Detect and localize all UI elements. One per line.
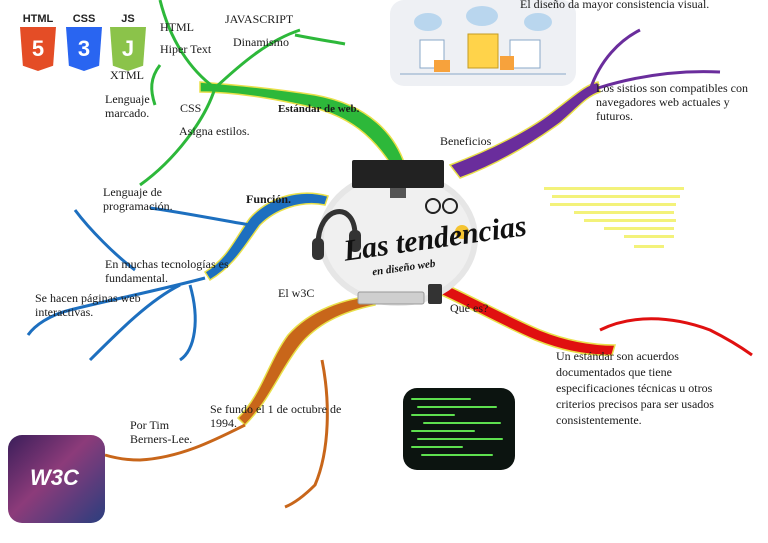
connector-xtml xyxy=(150,64,162,106)
w3c-logo: W3C xyxy=(30,465,79,490)
phone-icon xyxy=(428,284,442,304)
note-line xyxy=(574,211,674,214)
css-detail: Asigna estilos. xyxy=(179,124,250,138)
cloud-illustration xyxy=(390,0,576,86)
connector-javascript xyxy=(213,28,301,90)
connector-interactivas xyxy=(26,276,206,336)
beneficio-item-1: El diseño da mayor consistencia visual. xyxy=(520,0,710,11)
note-line xyxy=(604,227,674,230)
note-line xyxy=(544,187,684,190)
connector-html xyxy=(158,0,216,90)
code-line xyxy=(417,438,503,440)
css3-logo: CSS 3 xyxy=(66,13,102,71)
html-title: HTML xyxy=(160,20,194,34)
xtml-label: XTML xyxy=(110,68,144,82)
branch-funcion xyxy=(203,192,329,282)
js-shield-icon: J xyxy=(110,27,146,71)
html-logo-label: HTML xyxy=(22,13,54,25)
javascript-title: JAVASCRIPT xyxy=(225,12,294,26)
connector-css xyxy=(139,87,217,187)
connector-beneficios-top xyxy=(588,28,641,91)
branch-beneficios xyxy=(448,81,601,179)
connector-beneficios-right xyxy=(597,70,721,90)
funcion-item-3: Se hacen páginas web interactivas. xyxy=(35,291,141,319)
branch-que-es xyxy=(433,281,617,356)
html5-shield-icon: 5 xyxy=(20,27,56,71)
code-line xyxy=(411,414,455,416)
glasses-icon-left xyxy=(425,198,441,214)
center-image-shade xyxy=(324,176,472,300)
html-detail: Hiper Text xyxy=(160,42,212,56)
note-line xyxy=(550,203,676,206)
cloud-network-icon xyxy=(400,6,566,75)
dinamismo-label: Dinamismo xyxy=(233,35,289,49)
branch-estandar xyxy=(199,81,407,167)
code-line xyxy=(423,422,501,424)
code-line xyxy=(411,446,463,448)
estandar-label: Estándar de web. xyxy=(278,103,360,115)
lightbulb-icon xyxy=(455,225,469,239)
code-line xyxy=(411,430,475,432)
note-line xyxy=(624,235,674,238)
code-line xyxy=(411,398,471,400)
note-line xyxy=(634,245,664,248)
code-line xyxy=(421,454,493,456)
connector-que-es-right xyxy=(599,317,753,357)
connector-tim xyxy=(104,423,246,462)
sticky-note-cluster xyxy=(544,183,684,255)
note-line xyxy=(552,195,680,198)
funcion-item-1: Lenguaje de programación. xyxy=(103,185,173,213)
keyboard-icon xyxy=(357,291,425,305)
connector-w3c-right xyxy=(284,359,329,509)
code-screen-image xyxy=(403,388,515,470)
headphone-cup-left xyxy=(312,238,324,260)
lenguaje-marcado: Lenguaje marcado. xyxy=(105,92,150,120)
css3-shield-icon: 3 xyxy=(66,27,102,71)
connector-fundamental-down xyxy=(179,284,197,362)
w3c-image: W3C xyxy=(8,435,105,523)
que-es-label: Qué es? xyxy=(450,301,489,315)
que-es-text: Un estándar son acuerdos documentados qu… xyxy=(556,349,714,427)
css-logo-label: CSS xyxy=(72,13,96,25)
beneficios-label: Beneficios xyxy=(440,134,492,148)
glasses-icon-right xyxy=(442,198,458,214)
funcion-label: Función. xyxy=(246,192,292,206)
connector-dinamismo xyxy=(294,33,346,46)
code-line xyxy=(417,406,497,408)
js-logo-label: JS xyxy=(121,13,135,25)
w3c-item-1: Se fundo el 1 de octubre de 1994. xyxy=(210,402,342,430)
connector-programacion xyxy=(149,206,251,227)
beneficio-item-2: Los sistios son compatibles con navegado… xyxy=(596,81,748,123)
headphone-cup-right xyxy=(349,230,361,252)
funcion-item-2: En muchas tecnologías es fundamental. xyxy=(105,257,229,285)
w3c-label: El w3C xyxy=(278,286,315,300)
js-logo: JS J xyxy=(110,13,146,71)
monitor-stand xyxy=(390,188,406,198)
monitor-icon xyxy=(352,160,444,188)
w3c-item-2: Por Tim Berners-Lee. xyxy=(130,418,193,446)
connector-fundamental xyxy=(88,283,181,362)
note-line xyxy=(584,219,676,222)
connector-lenguaje-loop xyxy=(73,209,136,272)
branch-w3c xyxy=(236,295,376,427)
html5-logo: HTML 5 xyxy=(20,13,56,71)
headphones-icon xyxy=(315,209,358,246)
css-title: CSS xyxy=(180,101,202,115)
